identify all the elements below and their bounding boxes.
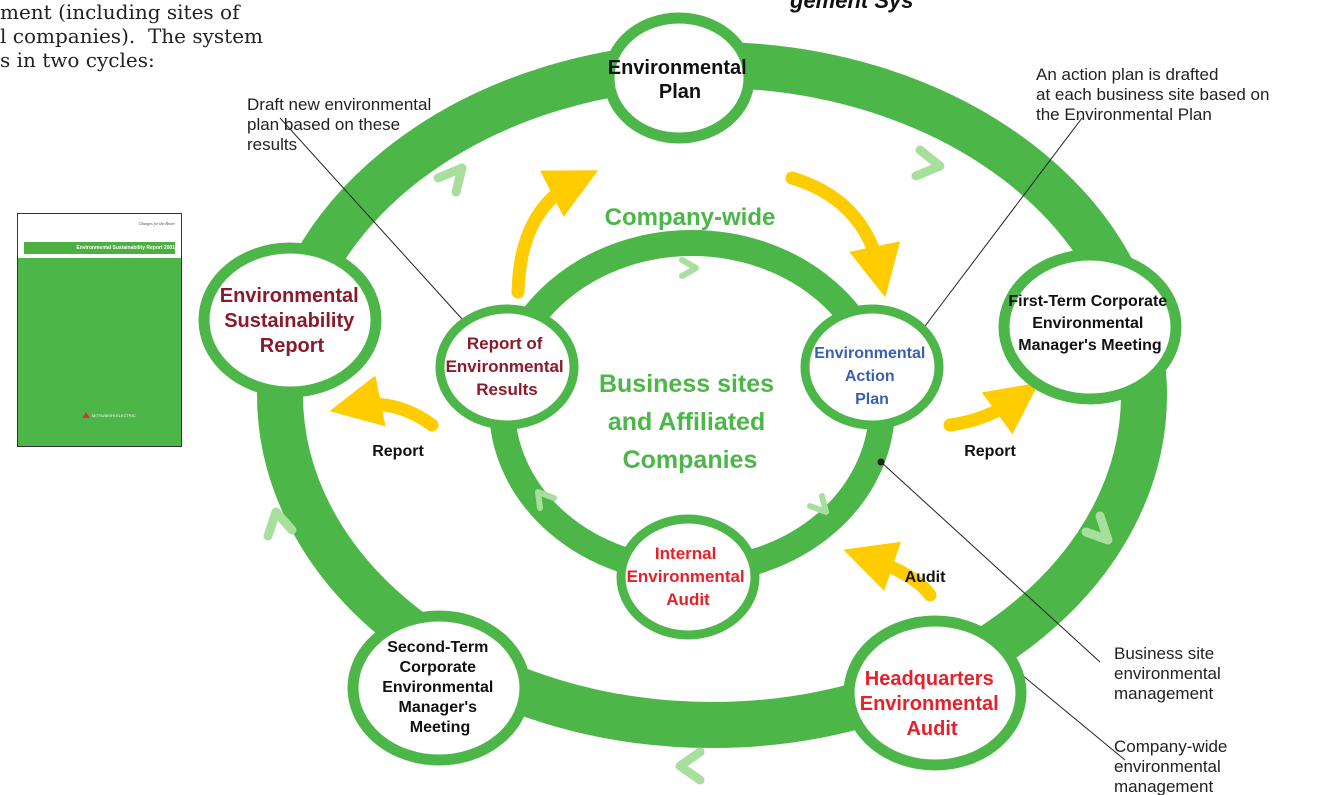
inner-direction-chevron [535, 489, 557, 511]
annotation-draft-plan: Draft new environmental plan based on th… [247, 95, 436, 154]
report-label-right: Report [964, 443, 1016, 460]
inner-direction-chevron [679, 257, 699, 279]
report-label-left: Report [372, 443, 424, 460]
outer-direction-chevron [675, 747, 705, 785]
annotation-company-wide-management: Company-wide environmental management [1114, 737, 1232, 795]
intro-line: s in two cycles: [0, 48, 155, 72]
label-first-term-meeting: First-Term Corporate Environmental Manag… [1008, 293, 1171, 354]
label-headquarters-audit: Headquarters Environmental Audit [860, 668, 1004, 740]
company-wide-label: Company-wide [605, 204, 776, 231]
outer-direction-chevron [433, 163, 467, 197]
yellow-arrow-report-right [943, 382, 1039, 435]
center-label: Business sites and Affiliated Companies [599, 370, 781, 474]
intro-line: ment (including sites of [0, 0, 240, 24]
inner-direction-chevron [807, 493, 829, 515]
node-action-plan [800, 304, 944, 430]
yellow-arrow-audit [843, 541, 937, 602]
node-second-term-meeting [347, 610, 531, 766]
leader-line-business-site [880, 461, 1101, 663]
node-report-of-results [435, 304, 579, 430]
leader-line-action-plan [921, 117, 1083, 331]
outer-direction-chevron [911, 145, 945, 181]
label-second-term-meeting: Second-Term Corporate Environmental Mana… [382, 639, 498, 736]
node-environmental-plan [603, 12, 755, 144]
node-internal-audit [616, 514, 760, 640]
cover-logo-text: MITSUBISHI ELECTRIC [92, 412, 136, 418]
annotation-business-site-management: Business site environmental management [1114, 644, 1226, 703]
label-action-plan: Environmental Action Plan [814, 345, 930, 408]
node-sustainability-report [198, 242, 382, 398]
annotation-action-plan: An action plan is drafted at each busine… [1036, 65, 1274, 124]
audit-label: Audit [905, 569, 947, 586]
node-headquarters-audit [843, 615, 1027, 771]
yellow-arrow-report-left [329, 375, 439, 432]
label-report-of-results: Report of Environmental Results [446, 334, 569, 399]
outer-direction-chevron [263, 507, 297, 541]
label-environmental-plan: Environmental Plan [608, 57, 752, 103]
cover-title: Environmental Sustainability Report 2001 [24, 242, 175, 254]
leader-line-company-wide [1015, 669, 1126, 761]
leader-line-draft-plan [279, 117, 473, 331]
diagram-title-fragment: gement Sys [790, 0, 914, 13]
yellow-arrow-to-plan [511, 170, 599, 299]
cover-logo: MITSUBISHI ELECTRIC [82, 412, 136, 418]
yellow-arrow-to-action-plan [785, 171, 901, 298]
cover-tagline: Changes for the Better [138, 221, 175, 226]
leader-dot [877, 458, 885, 466]
label-internal-audit: Internal Environmental Audit [627, 544, 750, 609]
outer-direction-chevron [1081, 511, 1113, 545]
intro-line: l companies). The system [0, 24, 264, 48]
report-cover-image: Changes for the Better Environmental Sus… [17, 213, 182, 447]
node-first-term-meeting [998, 249, 1182, 405]
logo-mark-icon [82, 412, 90, 418]
label-sustainability-report: Environmental Sustainability Report [220, 285, 364, 357]
cover-green-field [18, 258, 181, 446]
